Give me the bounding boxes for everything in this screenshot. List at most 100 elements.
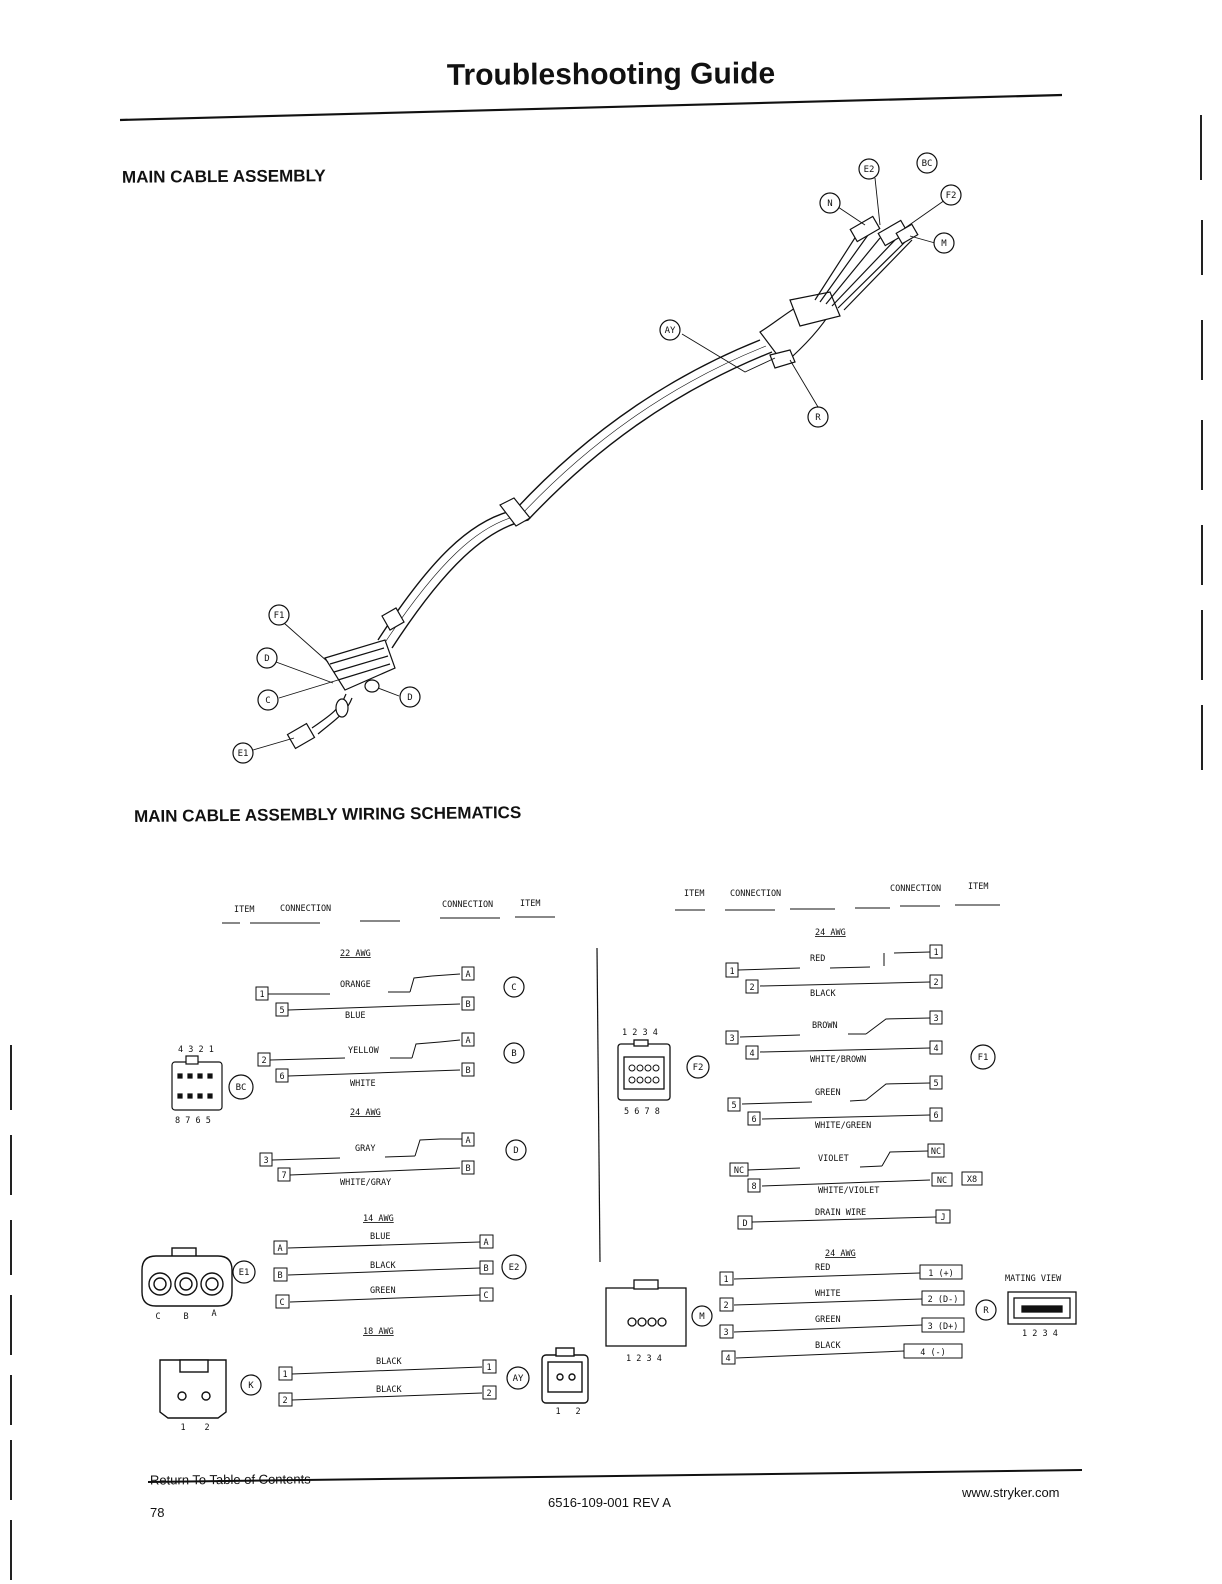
svg-text:WHITE/GREEN: WHITE/GREEN: [815, 1121, 871, 1131]
svg-text:1: 1: [933, 948, 938, 958]
callout-c: C: [265, 696, 270, 706]
svg-text:2: 2: [261, 1056, 266, 1066]
svg-text:B: B: [465, 1164, 470, 1174]
svg-text:WHITE/BROWN: WHITE/BROWN: [810, 1055, 866, 1065]
toc-link[interactable]: Return To Table of Contents: [149, 1471, 311, 1488]
callout-m: M: [941, 239, 947, 249]
svg-text:NC: NC: [937, 1176, 947, 1186]
connector-r-drawing: [1007, 1291, 1077, 1325]
svg-text:BLACK: BLACK: [370, 1261, 396, 1271]
callout-ay: AY: [665, 326, 676, 336]
svg-text:2: 2: [749, 983, 754, 993]
connector-f2-drawing: [617, 1039, 671, 1101]
website-url: www.stryker.com: [962, 1485, 1060, 1500]
svg-text:B: B: [465, 1000, 470, 1010]
svg-text:5: 5: [731, 1101, 736, 1111]
svg-text:3: 3: [729, 1034, 734, 1044]
svg-text:2: 2: [933, 978, 938, 988]
svg-text:6: 6: [751, 1115, 756, 1125]
scan-mark: [10, 1295, 12, 1355]
connector-bc-drawing: [171, 1055, 223, 1111]
scan-mark: [1201, 420, 1203, 490]
svg-text:CONNECTION: CONNECTION: [442, 900, 493, 910]
svg-text:BLACK: BLACK: [815, 1341, 841, 1351]
svg-text:2 (D-): 2 (D-): [928, 1295, 959, 1305]
svg-text:BLACK: BLACK: [810, 989, 836, 999]
callout-d2: D: [407, 693, 412, 703]
svg-text:WHITE: WHITE: [815, 1289, 841, 1299]
svg-text:2: 2: [723, 1301, 728, 1311]
item-e2: E2: [509, 1263, 520, 1273]
page-number: 78: [150, 1505, 165, 1520]
schematic-left: ITEM CONNECTION CONNECTION ITEM 22 AWG 2…: [141, 899, 589, 1433]
item-r: R: [983, 1306, 989, 1316]
svg-text:BROWN: BROWN: [812, 1021, 838, 1031]
svg-text:NC: NC: [931, 1147, 941, 1157]
svg-text:1: 1: [180, 1423, 185, 1433]
svg-text:GREEN: GREEN: [370, 1286, 396, 1296]
schematic-right: ITEM CONNECTION CONNECTION ITEM 24 AWG 2…: [605, 882, 1077, 1365]
callout-r: R: [815, 413, 821, 423]
svg-text:2: 2: [575, 1407, 580, 1417]
svg-text:BLUE: BLUE: [370, 1232, 390, 1242]
svg-text:BLACK: BLACK: [376, 1385, 402, 1395]
svg-text:4: 4: [749, 1049, 754, 1059]
item-f2: F2: [693, 1063, 704, 1073]
svg-text:ITEM: ITEM: [520, 899, 540, 909]
svg-text:ITEM: ITEM: [684, 889, 704, 899]
svg-text:3: 3: [263, 1156, 268, 1166]
svg-text:7: 7: [281, 1171, 286, 1181]
svg-text:6: 6: [933, 1111, 938, 1121]
section-title-assembly: MAIN CABLE ASSEMBLY: [121, 166, 326, 187]
svg-text:BLUE: BLUE: [345, 1011, 365, 1021]
svg-text:VIOLET: VIOLET: [818, 1154, 849, 1164]
bc-pins-top: 4 3 2 1: [178, 1045, 214, 1055]
mating-view-label: MATING VIEW: [1005, 1274, 1062, 1284]
svg-text:2: 2: [282, 1396, 287, 1406]
f2-pins-bottom: 5 6 7 8: [624, 1107, 660, 1117]
svg-text:1: 1: [723, 1275, 728, 1285]
item-bc: BC: [236, 1083, 247, 1093]
svg-text:4 (-): 4 (-): [920, 1348, 946, 1358]
scan-mark: [10, 1375, 12, 1425]
svg-text:2: 2: [486, 1389, 491, 1399]
svg-text:GREEN: GREEN: [815, 1315, 841, 1325]
svg-text:RED: RED: [810, 954, 825, 964]
svg-text:NC: NC: [734, 1166, 744, 1176]
svg-text:C: C: [279, 1298, 284, 1308]
scan-mark: [1201, 525, 1203, 585]
gauge-24: 24 AWG: [350, 1108, 381, 1118]
svg-text:ORANGE: ORANGE: [340, 980, 371, 990]
svg-text:A: A: [465, 1036, 470, 1046]
callout-e1: E1: [238, 749, 249, 759]
svg-text:1: 1: [259, 990, 264, 1000]
svg-text:B: B: [277, 1271, 282, 1281]
scan-mark: [1201, 220, 1203, 275]
svg-text:WHITE: WHITE: [350, 1079, 376, 1089]
bc-pins-bottom: 8 7 6 5: [175, 1116, 211, 1126]
svg-text:J: J: [940, 1213, 945, 1223]
svg-text:6: 6: [279, 1072, 284, 1082]
svg-text:CONNECTION: CONNECTION: [730, 889, 781, 899]
svg-text:A: A: [465, 970, 470, 980]
svg-text:5: 5: [279, 1006, 284, 1016]
svg-text:C: C: [155, 1312, 160, 1322]
callout-f1: F1: [274, 611, 285, 621]
svg-text:D: D: [742, 1219, 747, 1229]
svg-text:5: 5: [933, 1079, 938, 1089]
scan-mark: [10, 1135, 12, 1195]
item-b: B: [511, 1049, 516, 1059]
item-m: M: [699, 1312, 705, 1322]
svg-text:A: A: [483, 1238, 488, 1248]
cable-illustration: [252, 177, 946, 751]
svg-text:ITEM: ITEM: [234, 905, 254, 915]
callout-bc: BC: [922, 159, 933, 169]
svg-text:3: 3: [723, 1328, 728, 1338]
scan-mark: [1200, 115, 1202, 180]
scan-mark: [1201, 705, 1203, 770]
svg-text:3 (D+): 3 (D+): [928, 1322, 959, 1332]
svg-text:BLACK: BLACK: [376, 1357, 402, 1367]
item-x8: X8: [967, 1175, 977, 1185]
document-number: 6516-109-001 REV A: [548, 1495, 671, 1510]
